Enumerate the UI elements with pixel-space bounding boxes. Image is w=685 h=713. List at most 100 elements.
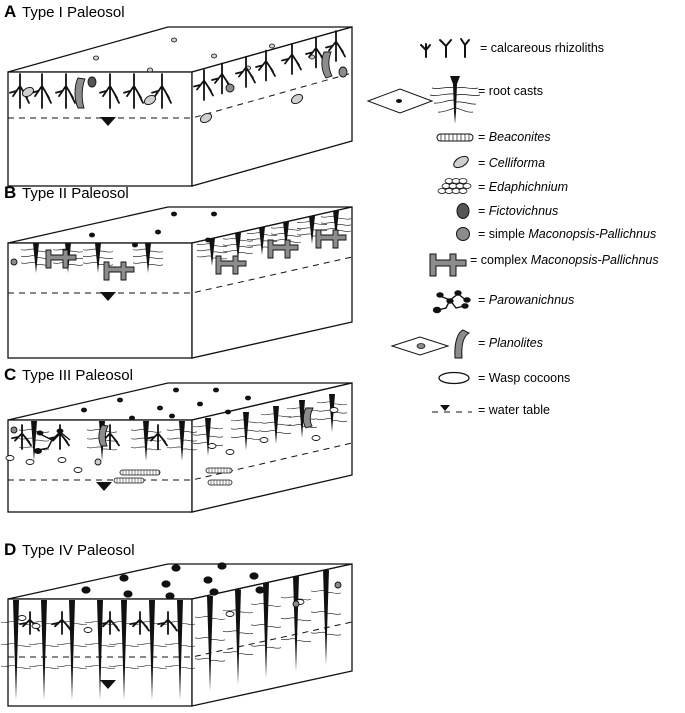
root-cast-rootlets (316, 401, 348, 422)
calcareous-rhizolith (211, 62, 232, 95)
root-cast (273, 406, 279, 444)
surface-burrow-opening (161, 580, 171, 588)
celliforma-burrow (21, 86, 35, 98)
planolites-burrow (74, 77, 86, 109)
edaphichnium-pellet (225, 611, 235, 617)
legend-label-beaconites: = Beaconites (478, 130, 551, 144)
root-cast-icon (429, 76, 481, 124)
water-table-marker (96, 482, 112, 491)
surface-burrow-opening (117, 397, 124, 403)
surface-burrow-opening (81, 586, 91, 594)
maconopsis-chamber (334, 581, 342, 589)
surface-burrow-opening (217, 562, 227, 570)
calcareous-rhizolith (123, 73, 144, 109)
root-cast-rootlets (192, 425, 224, 446)
root-cast (121, 600, 127, 700)
maconopsis-chamber (10, 258, 18, 266)
legend-label-complex-maconopsis: = complex Maconopsis-Pallichnus (470, 253, 659, 267)
fictovichnus-icon (456, 203, 470, 219)
calcareous-rhizolith (51, 611, 72, 635)
calcareous-rhizolith (193, 69, 214, 101)
surface-burrow-opening (244, 395, 251, 401)
rhizolith-icon (420, 38, 470, 58)
root-cast (31, 421, 37, 461)
root-cast (97, 600, 103, 700)
legend-label-fictovichnus: = Fictovichnus (478, 204, 558, 218)
root-cast-rootlets (260, 413, 292, 434)
surface-burrow-opening (146, 67, 153, 73)
legend-label-planolites: = Planolites (478, 336, 543, 350)
calcareous-rhizolith (255, 49, 276, 82)
root-cast (205, 418, 211, 456)
edaphichnium-pellet (31, 623, 41, 629)
complex-maconopsis-burrow (103, 261, 135, 281)
surface-burrow-opening (196, 401, 203, 407)
root-cast-rootlets (310, 590, 342, 636)
edaphichnium-pellet (5, 455, 15, 461)
edaphichnium-icon (437, 178, 472, 194)
water-table-marker (100, 117, 116, 126)
beaconites-icon (436, 133, 474, 142)
surface-burrow-opening (131, 242, 138, 248)
root-cast (13, 600, 19, 700)
root-cast-rootlets (222, 609, 254, 656)
root-cast (207, 596, 213, 691)
root-cast-rootlets (222, 237, 254, 254)
surface-burrow-opening (81, 407, 88, 413)
edaphichnium-pellet (17, 615, 27, 621)
water-table-marker (100, 292, 116, 301)
root-cast-rootlets (280, 596, 312, 643)
root-cast (263, 583, 269, 678)
panel-d-title: Type IV Paleosol (22, 542, 135, 559)
root-cast (329, 394, 335, 432)
edaphichnium-pellet (83, 627, 93, 633)
complex-maconopsis-burrow (267, 239, 299, 259)
water-table-marker (100, 680, 116, 689)
plan-view-square (366, 88, 434, 114)
root-cast (143, 421, 149, 461)
complex-maconopsis-burrow (315, 229, 347, 249)
surface-burrow-opening (171, 564, 181, 572)
surface-burrow-opening (255, 586, 265, 594)
planolites-burrow (321, 51, 333, 79)
legend-label-simple-maconopsis: = simple Maconopsis-Pallichnus (478, 227, 656, 241)
root-cast-rootlets (320, 215, 352, 232)
root-cast-rootlets (130, 428, 162, 451)
beaconites-meniscae (116, 478, 142, 483)
surface-burrow-opening (172, 387, 179, 393)
parowanichnus-chamber (34, 448, 42, 454)
calcareous-rhizolith (99, 424, 120, 450)
calcareous-rhizolith (157, 611, 178, 635)
block-side-face (191, 26, 353, 187)
paleosol-block-type-2 (7, 206, 353, 359)
calcareous-rhizolith (151, 73, 172, 109)
panel-b-heading: B Type II Paleosol (4, 183, 129, 202)
root-cast-rootlets (20, 248, 52, 266)
fictovichnus-chamber (87, 76, 97, 88)
maconopsis-chamber (225, 83, 235, 93)
legend-label-calcareous-rhizoliths: = calcareous rhizoliths (480, 41, 604, 55)
complex-maconopsis-burrow (45, 249, 77, 269)
legend: = calcareous rhizoliths = root casts = B… (390, 38, 659, 417)
beaconites-meniscae (210, 480, 230, 485)
surface-burrow-opening (170, 211, 177, 217)
surface-burrow-opening (249, 572, 259, 580)
surface-burrow-opening (119, 574, 129, 582)
surface-burrow-opening (203, 576, 213, 584)
surface-burrow-opening (224, 409, 231, 415)
block-front-face (7, 242, 193, 359)
calcareous-rhizolith (99, 611, 120, 635)
block-side-face (191, 382, 353, 513)
panel-c-title: Type III Paleosol (22, 367, 133, 384)
surface-burrow-opening (165, 592, 175, 600)
panel-a-title: Type I Paleosol (22, 4, 125, 21)
celliforma-burrow (290, 93, 304, 105)
legend-label-edaphichnium: = Edaphichnium (478, 180, 568, 194)
planolites-icon (390, 329, 471, 359)
maconopsis-chamber (10, 426, 18, 434)
paleosol-block-type-3 (5, 382, 353, 513)
root-cast-rootlets (230, 419, 262, 440)
maconopsis-chamber (292, 600, 300, 608)
maconopsis-chamber (338, 66, 348, 78)
